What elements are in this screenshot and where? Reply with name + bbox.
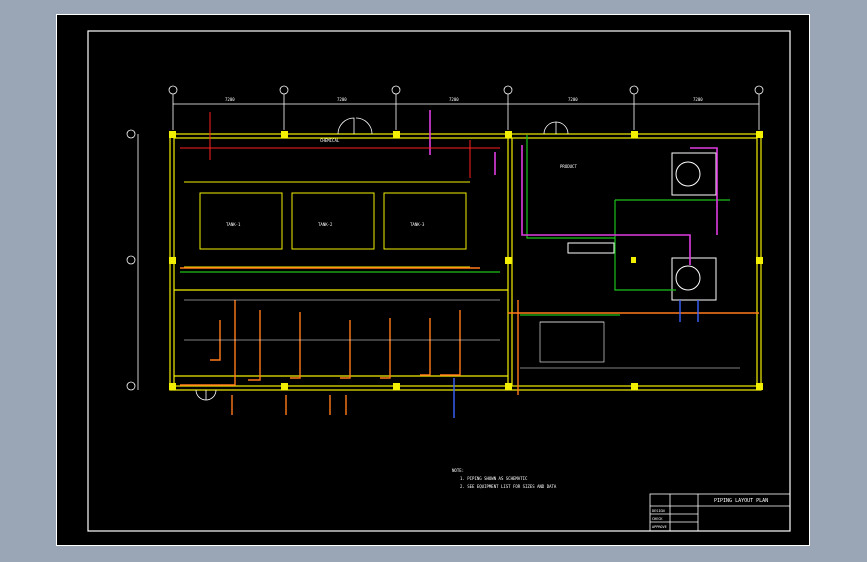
green-piping (180, 135, 730, 316)
dim-label: 7200 (693, 97, 703, 102)
tank-label: TANK-2 (318, 222, 333, 227)
tank-label: TANK-3 (410, 222, 425, 227)
process-detail (184, 299, 740, 369)
title-block-text: PIPING LAYOUT PLAN DESIGN CHECK APPROVE (652, 498, 768, 529)
room-label: PRODUCT (560, 164, 577, 169)
title-block (649, 493, 791, 532)
blue-piping (453, 300, 699, 418)
doors (195, 117, 569, 401)
structural-columns (169, 131, 763, 390)
dim-label: 7200 (568, 97, 578, 102)
tank-labels: TANK-1 TANK-2 TANK-3 PRODUCT CHEMICAL (226, 138, 577, 227)
note-line: 2. SEE EQUIPMENT LIST FOR SIZES AND DATA (460, 484, 557, 489)
title-row: CHECK (652, 517, 663, 521)
dim-label: 7200 (449, 97, 459, 102)
red-piping (180, 112, 500, 178)
equipment-skids (567, 152, 717, 301)
process-tanks (184, 181, 470, 268)
grid-axes-top (168, 85, 764, 130)
notes: NOTE: 1. PIPING SHOWN AS SCHEMATIC 2. SE… (452, 468, 557, 489)
dimension-labels-top: 7200 7200 7200 7200 7200 (225, 97, 703, 102)
note-line: 1. PIPING SHOWN AS SCHEMATIC (460, 476, 528, 481)
dim-label: 7200 (225, 97, 235, 102)
magenta-piping (429, 110, 718, 265)
drawing-sheet (56, 14, 810, 546)
drawing-title: PIPING LAYOUT PLAN (714, 498, 768, 504)
orange-piping (180, 267, 759, 415)
tank-label: TANK-1 (226, 222, 241, 227)
inner-border (87, 30, 791, 532)
room-label: CHEMICAL (320, 138, 340, 143)
dim-label: 7200 (337, 97, 347, 102)
notes-heading: NOTE: (452, 468, 464, 473)
title-row: APPROVE (652, 525, 667, 529)
title-row: DESIGN (652, 509, 665, 513)
grid-axes-left (126, 129, 139, 391)
